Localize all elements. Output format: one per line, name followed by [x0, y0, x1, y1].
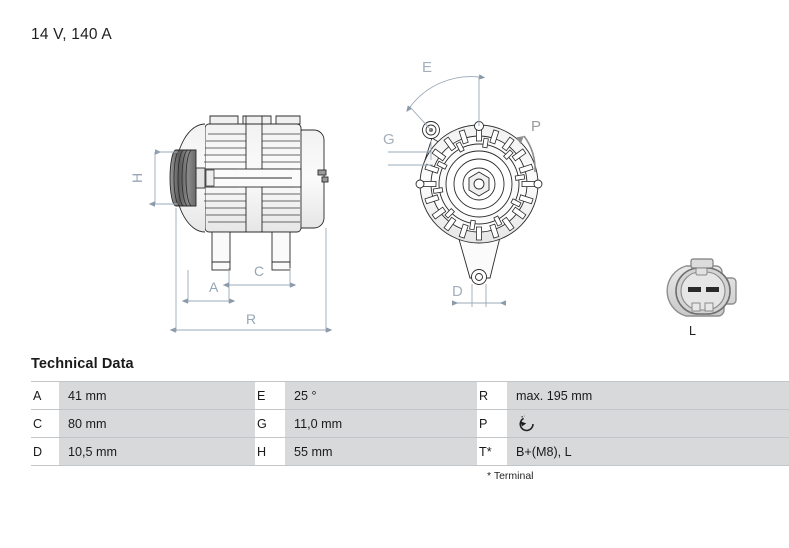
row-key-a: A — [31, 381, 59, 410]
row-key-g: G — [255, 409, 285, 438]
row-value-g: 11,0 mm — [285, 409, 477, 438]
table-row: C 80 mm G 11,0 mm P — [31, 409, 789, 438]
side-view-dimensions — [148, 149, 333, 333]
row-key-t: T* — [477, 437, 507, 466]
row-value-p — [507, 409, 789, 438]
terminal-footnote: * Terminal — [487, 470, 534, 482]
dimension-label-a: A — [209, 279, 219, 295]
row-key-h: H — [255, 437, 285, 466]
row-value-d: 10,5 mm — [59, 437, 255, 466]
alternator-side-view — [169, 115, 329, 271]
page-title: 14 V, 140 A — [31, 26, 112, 43]
alternator-front-view — [415, 121, 543, 285]
connector-pin-1 — [688, 287, 701, 292]
electrical-connector — [666, 258, 737, 317]
dimension-label-c: C — [254, 263, 264, 279]
table-row: A 41 mm E 25 ° R max. 195 mm — [31, 381, 789, 410]
connector-pin-2 — [706, 287, 719, 292]
dimension-label-p: P — [531, 118, 541, 135]
row-key-r: R — [477, 381, 507, 410]
dimension-label-d: D — [452, 283, 463, 300]
row-value-h: 55 mm — [285, 437, 477, 466]
table-row: D 10,5 mm H 55 mm T* B+(M8), L — [31, 437, 789, 466]
row-key-p: P — [477, 409, 507, 438]
rotation-direction-arrow — [516, 135, 536, 173]
technical-data-table: A 41 mm E 25 ° R max. 195 mm C 80 mm G 1… — [31, 381, 789, 466]
row-value-e: 25 ° — [285, 381, 477, 410]
technical-data-heading: Technical Data — [31, 356, 134, 372]
row-value-r: max. 195 mm — [507, 381, 789, 410]
dimension-label-h: H — [129, 173, 145, 183]
dimension-label-r: R — [246, 311, 256, 327]
side-view-dimension-labels: H A C R — [129, 173, 264, 327]
front-view-dimension-labels: E G P D — [383, 59, 541, 300]
row-value-a: 41 mm — [59, 381, 255, 410]
technical-drawing: H A C R — [129, 59, 737, 338]
row-value-t: B+(M8), L — [507, 437, 789, 466]
row-key-c: C — [31, 409, 59, 438]
front-view-dimensions — [388, 74, 506, 307]
dimension-label-g: G — [383, 131, 395, 148]
row-value-c: 80 mm — [59, 409, 255, 438]
dimension-label-e: E — [422, 59, 432, 76]
row-key-e: E — [255, 381, 285, 410]
connector-label: L — [689, 324, 696, 338]
technical-data-section: Technical Data A 41 mm E 25 ° R max. 195… — [0, 356, 789, 482]
row-key-d: D — [31, 437, 59, 466]
rotation-direction-icon — [516, 413, 538, 435]
